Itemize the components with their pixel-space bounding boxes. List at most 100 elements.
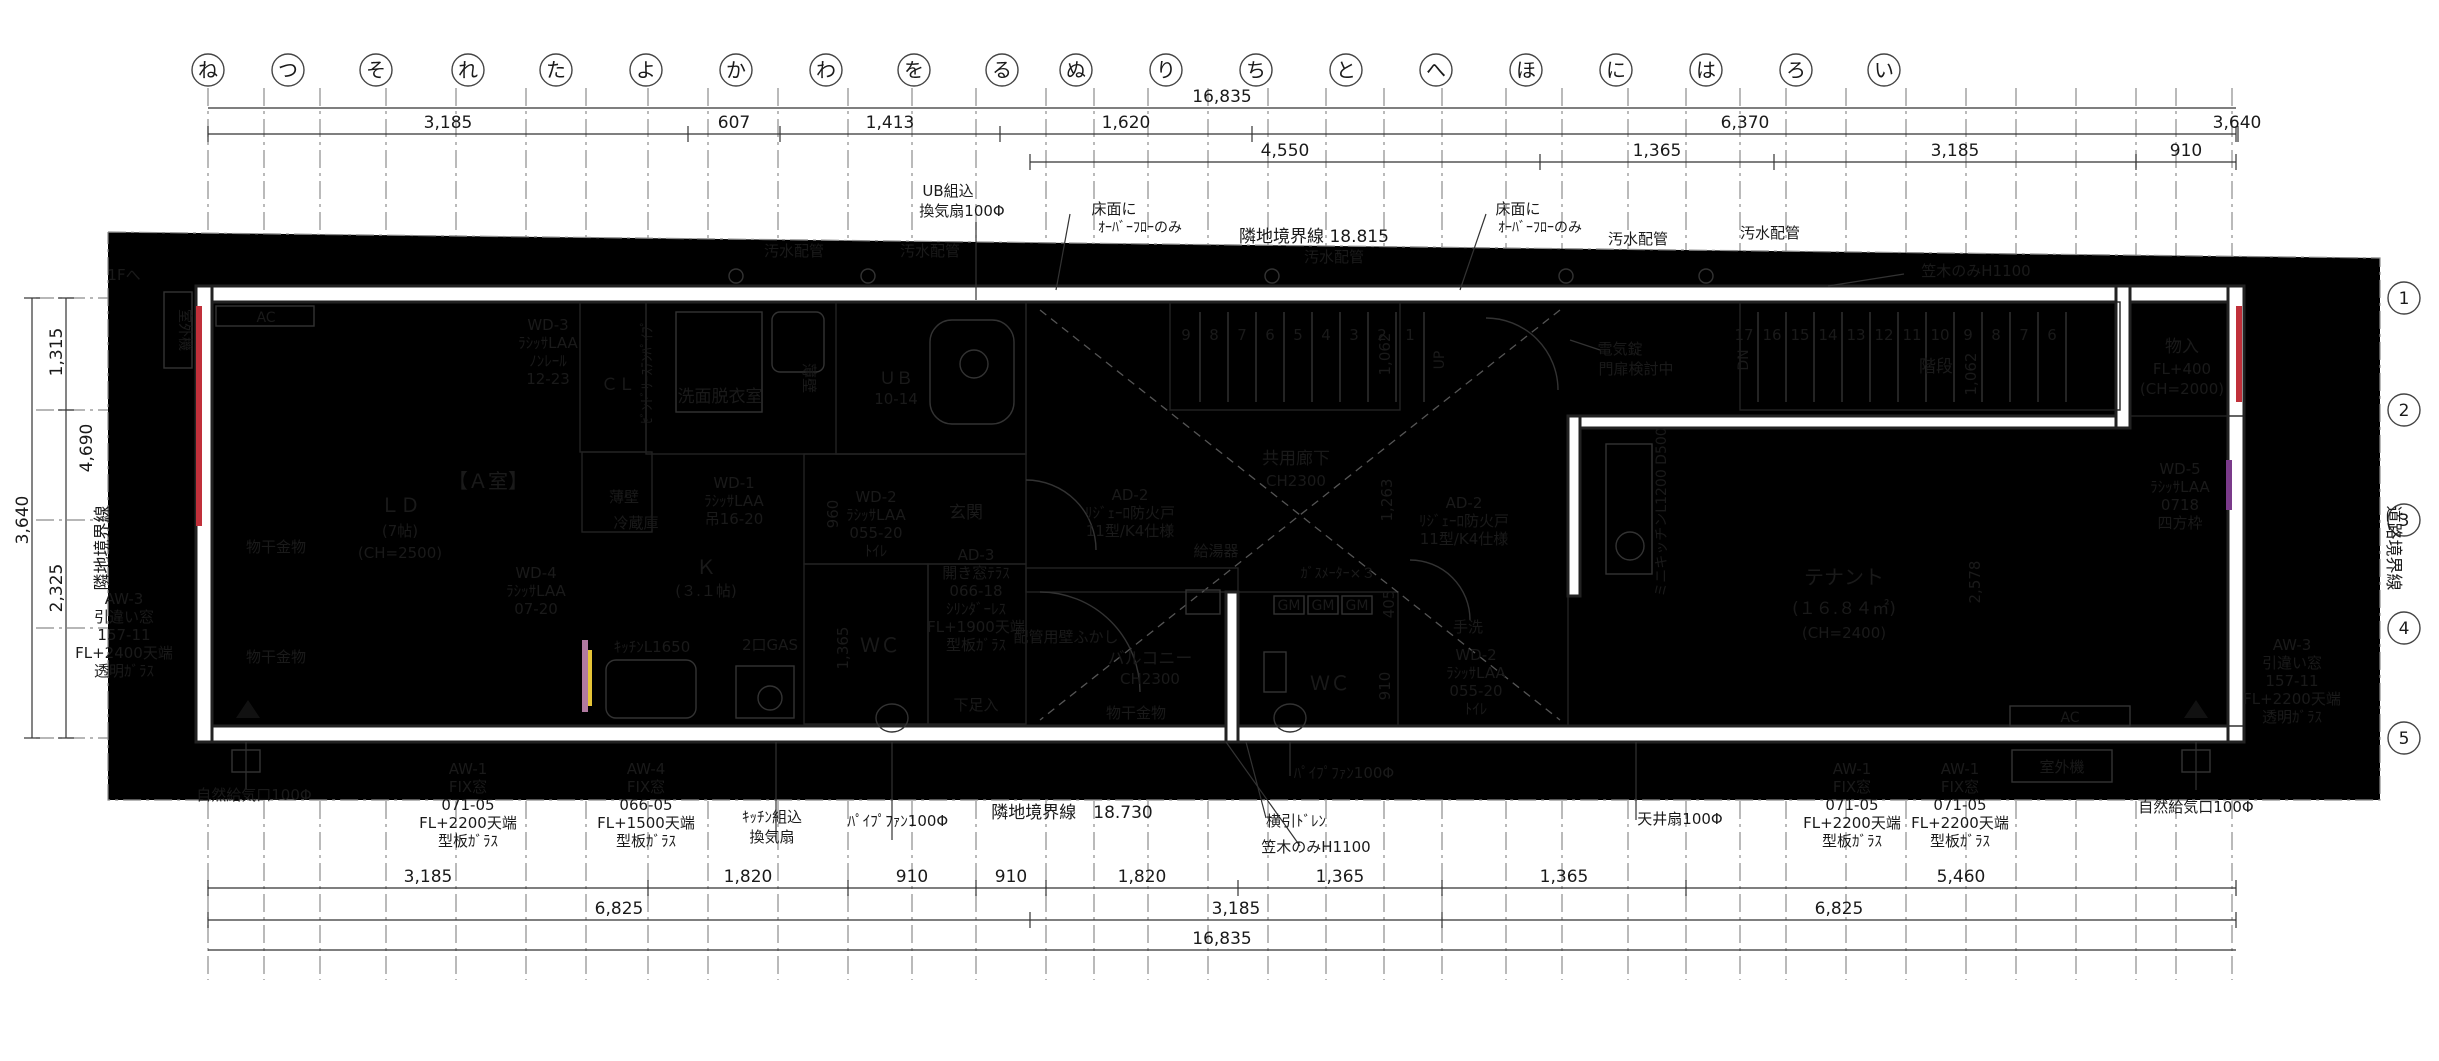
dim-bottom-row1-label: 1,365	[1540, 867, 1589, 887]
gas-meter-2	[1307, 595, 1339, 615]
ac-unit-right	[2009, 705, 2131, 727]
fitting-wd2b-line: ﾗｼｯｻLAA	[1446, 664, 1506, 682]
stair-number-left: 9	[1181, 326, 1191, 344]
exterior-wall-top	[194, 284, 2246, 304]
gas-burner-icon	[757, 685, 783, 711]
room-ld-ch: (CH=2500)	[358, 544, 442, 562]
yuka-label-2a: 床面に	[1495, 200, 1540, 218]
wall-balcony-left	[1224, 590, 1240, 744]
grid-label-top: る	[992, 58, 1012, 82]
door-swing-4	[1039, 591, 1141, 693]
osui-label-1: 汚水配管	[764, 242, 824, 260]
dim-1062-stair-left: 1,062	[1376, 333, 1394, 376]
osui-label-4: 汚水配管	[1608, 230, 1668, 248]
fitting-aw4-line: AW-4	[627, 760, 666, 778]
yokobiki-label: 横引ﾄﾞﾚﾝ	[1266, 812, 1326, 830]
room-senmen-label: 洗面脱衣室	[678, 387, 763, 407]
grid-label-top: わ	[816, 58, 836, 82]
grid-label-right: 2	[2399, 401, 2410, 421]
grid-bubble-right	[2387, 281, 2421, 315]
fitting-aw3-right-line: 透明ｶﾞﾗｽ	[2262, 708, 2322, 726]
fitting-aw3-right-line: 引違い窓	[2262, 654, 2322, 672]
stair-number-left: 8	[1209, 326, 1219, 344]
dim-left-1315: 1,315	[47, 328, 67, 377]
grid-bubble-top	[719, 53, 753, 87]
stair-number-left: 2	[1377, 326, 1387, 344]
toilet-tank-2	[1263, 651, 1287, 693]
fitting-aw1-a-line: FIX窓	[449, 778, 487, 796]
stair-number-right: 10	[1930, 326, 1949, 344]
fitting-wd5-line: WD-5	[2159, 460, 2200, 478]
fitting-wd2a-line: ﾗｼｯｻLAA	[846, 506, 906, 524]
fitting-ad2a-line: 11型/K4仕様	[1086, 522, 1175, 540]
osui-label-5: 汚水配管	[1740, 224, 1800, 242]
grid-bubble-top	[359, 53, 393, 87]
room-kyuutouki-label: 給湯器	[1193, 542, 1238, 560]
gas-stove	[735, 665, 795, 719]
fresh-air-inlet-right-label: 自然給気口100Φ	[2138, 798, 2253, 816]
dim-left-2325: 2,325	[47, 564, 67, 613]
yuka-label-1a: 床面に	[1091, 200, 1136, 218]
grid-bubble-top	[1419, 53, 1453, 87]
stair-number-right: 7	[2019, 326, 2029, 344]
to-1f-label: 1Fへ	[107, 266, 140, 284]
grid-label-top: ね	[198, 58, 218, 82]
fitting-ad3-line: 066-18	[949, 582, 1002, 600]
dim-left-total: 3,640	[13, 496, 33, 545]
gas-meter-3	[1341, 595, 1373, 615]
dim-top-row1-label: 607	[718, 113, 750, 133]
grid-bubble-top	[809, 53, 843, 87]
pipe-marker-2	[860, 268, 876, 284]
room-ld-size: (7帖)	[382, 522, 418, 540]
dim-1365: 1,365	[834, 627, 852, 670]
fitting-wd1-line: WD-1	[713, 474, 754, 492]
fitting-aw1-b-line: 071-05	[1825, 796, 1878, 814]
grid-bubble-top	[191, 53, 225, 87]
stair-number-right: 13	[1846, 326, 1865, 344]
grid-label-top: そ	[366, 58, 386, 82]
ac-label-right: AC	[2060, 710, 2079, 726]
leader-kasagi-bottom	[1225, 741, 1301, 847]
fitting-wd1-line: 吊16-20	[705, 510, 764, 528]
grid-bubble-top	[985, 53, 1019, 87]
room-genkan-label: 玄関	[949, 503, 983, 523]
fitting-ad2b-line: ﾘｼﾞｪｰﾛ防火戸	[1419, 512, 1509, 530]
grid-bubble-right	[2387, 721, 2421, 755]
room-wc2-label: ＷＣ	[1310, 671, 1350, 695]
window-kitchen-side	[582, 640, 588, 712]
fitting-wd3-line: 12-23	[526, 370, 570, 388]
wall-tenant-top	[1566, 414, 2126, 430]
grid-bubble-top	[1059, 53, 1093, 87]
room-tenant-area: (１６.８４㎡)	[1792, 599, 1896, 619]
fitting-wd2a-line: 055-20	[849, 524, 902, 542]
fitting-aw3-left-line: FL+2400天端	[75, 644, 173, 662]
grid-label-right: 3	[2399, 511, 2410, 531]
grid-label-top: つ	[278, 58, 298, 82]
osui-label-2: 汚水配管	[900, 242, 960, 260]
grid-label-top: ほ	[1516, 58, 1536, 82]
stair-number-left: 3	[1349, 326, 1359, 344]
window-aw3-left	[196, 306, 202, 526]
fitting-ad3-line: ｼﾘﾝﾀﾞｰﾚｽ	[946, 600, 1006, 618]
dim-top-row1-label: 6,370	[1721, 113, 1770, 133]
dim-top-overall: 16,835	[1192, 87, 1251, 107]
ub-fan-label-1: UB組込	[922, 182, 973, 200]
stair-number-left: 1	[1405, 326, 1415, 344]
dim-960: 960	[824, 500, 842, 529]
grid-label-top: を	[904, 58, 924, 82]
fitting-aw1-c-line: 071-05	[1933, 796, 1986, 814]
tenjou-fan-label: 天井扇100Φ	[1637, 810, 1722, 828]
fitting-aw1-b-line: 型板ｶﾞﾗｽ	[1822, 832, 1882, 850]
grid-bubble-top	[539, 53, 573, 87]
kitchen-fan-label-1: ｷｯﾁﾝ組込	[742, 808, 802, 826]
grid-label-top: り	[1156, 58, 1176, 82]
grid-bubble-top	[1867, 53, 1901, 87]
fitting-ad2b-line: AD-2	[1446, 494, 1483, 512]
stair-number-left: 7	[1237, 326, 1247, 344]
pipe-marker-1	[728, 268, 744, 284]
fitting-aw3-left-line: 157-11	[97, 626, 150, 644]
yuka-label-2b: ｵｰﾊﾞｰﾌﾛｰのみ	[1498, 220, 1582, 236]
hoshi-label-3: 物干金物	[1106, 704, 1166, 722]
